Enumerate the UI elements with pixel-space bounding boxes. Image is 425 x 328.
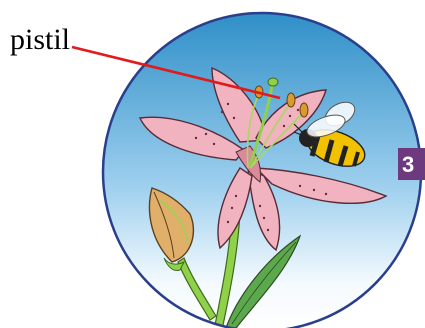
step-badge-number: 3 (402, 152, 414, 177)
step-badge: 3 (398, 148, 425, 180)
pistil-label: pistil (10, 23, 70, 56)
